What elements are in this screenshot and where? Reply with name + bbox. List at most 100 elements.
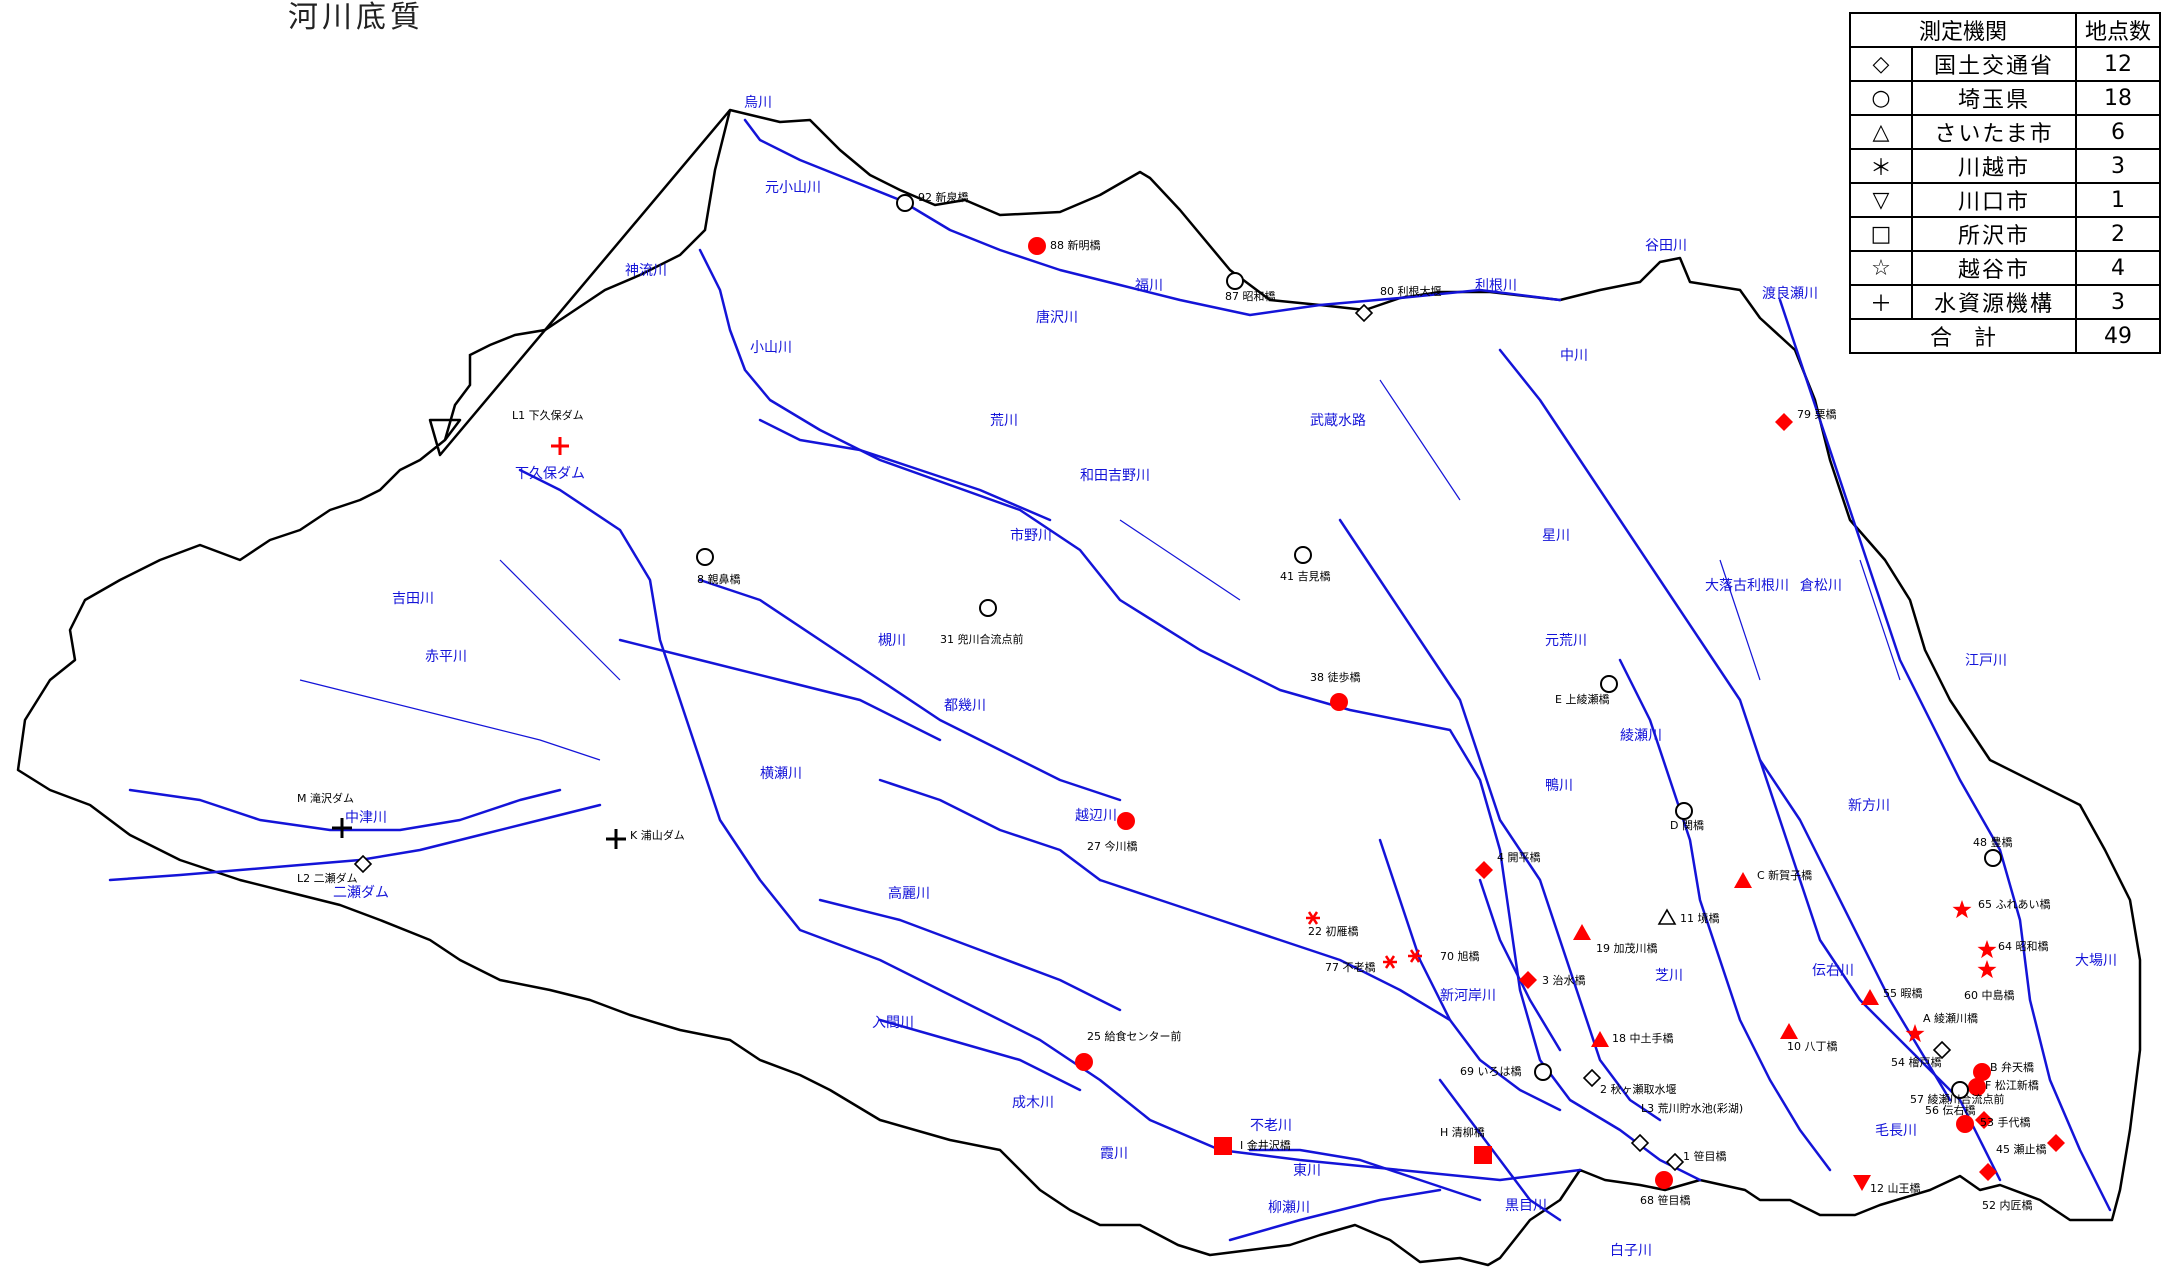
station-marker: 19 加茂川橋 xyxy=(1573,924,1658,955)
station-symbol xyxy=(1657,908,1677,925)
station-marker: 25 給食センター前 xyxy=(1075,1029,1182,1071)
prefecture-boundary-north xyxy=(443,109,732,441)
river-label: 都幾川 xyxy=(944,698,986,714)
station-label: 64 昭和橋 xyxy=(1998,939,2049,953)
station-label: 10 八丁橋 xyxy=(1787,1039,1838,1053)
station-marker: 54 檜戸橋 xyxy=(1891,1040,1952,1069)
station-marker: 64 昭和橋 xyxy=(1977,939,2049,959)
station-label: 45 瀬止橋 xyxy=(1996,1142,2047,1156)
station-marker: 18 中土手橋 xyxy=(1591,1031,1674,1047)
station-symbol xyxy=(1734,872,1752,888)
prefecture-boundary xyxy=(16,108,2142,1267)
station-marker: I 金井沢橋 xyxy=(1214,1137,1291,1155)
station-label: L3 荒川貯水池(彩湖) xyxy=(1641,1102,1743,1115)
legend-row: △ さいたま市 6 xyxy=(1849,114,2161,150)
station-symbol xyxy=(1775,413,1793,431)
legend-agency: 越谷市 xyxy=(1911,250,2077,286)
station-label: H 清柳橋 xyxy=(1440,1125,1485,1139)
station-marker: 92 新泉橋 xyxy=(896,190,969,212)
station-marker: 55 暇橋 xyxy=(1861,986,1923,1005)
legend-count: 4 xyxy=(2075,250,2161,286)
station-marker: 11 境橋 xyxy=(1657,908,1720,925)
station-label: 92 新泉橋 xyxy=(918,190,969,204)
station-symbol xyxy=(1408,949,1422,963)
river-label: 中川 xyxy=(1560,348,1588,364)
station-label: 25 給食センター前 xyxy=(1087,1029,1182,1043)
river-label: 元小山川 xyxy=(765,180,821,196)
legend-agency: さいたま市 xyxy=(1911,114,2077,150)
station-label: M 滝沢ダム xyxy=(297,791,354,805)
legend-row: ○ 埼玉県 18 xyxy=(1849,80,2161,116)
station-marker: H 清柳橋 xyxy=(1440,1125,1492,1164)
river-label: 不老川 xyxy=(1250,1118,1292,1134)
station-label: 19 加茂川橋 xyxy=(1596,941,1658,955)
station-symbol xyxy=(1973,1063,1991,1081)
legend-agency: 水資源機構 xyxy=(1911,284,2077,320)
station-label: 56 伝右橋 xyxy=(1925,1103,1976,1117)
station-marker: 22 初雁橋 xyxy=(1306,911,1359,938)
station-marker: 80 利根大堰 xyxy=(1354,284,1442,323)
station-symbol xyxy=(1979,1163,1997,1181)
station-marker: 70 旭橋 xyxy=(1408,949,1480,963)
station-symbol xyxy=(979,599,997,617)
station-symbol xyxy=(606,829,626,849)
station-symbol xyxy=(1905,1024,1925,1043)
station-symbol xyxy=(1952,900,1972,919)
station-symbol xyxy=(1214,1137,1232,1155)
station-label: 69 いろは橋 xyxy=(1460,1064,1522,1078)
station-marker: 53 手代橋 xyxy=(1956,1115,2031,1133)
river-label: 小山川 xyxy=(750,340,792,356)
river-label: 元荒川 xyxy=(1545,633,1587,649)
legend-agency: 川口市 xyxy=(1911,182,2077,218)
legend-total-count: 49 xyxy=(2075,318,2161,354)
river-label: 二瀬ダム xyxy=(333,885,389,901)
river-label: 鴨川 xyxy=(1545,778,1573,794)
river-label: 渡良瀬川 xyxy=(1762,286,1818,302)
station-symbol xyxy=(1853,1175,1871,1191)
river-label: 江戸川 xyxy=(1965,653,2007,669)
river-label: 伝右川 xyxy=(1812,963,1854,979)
river-label: 綾瀬川 xyxy=(1620,728,1662,744)
legend-total-label: 合 計 xyxy=(1849,318,2077,354)
river-label: 白子川 xyxy=(1610,1243,1652,1259)
station-marker: 77 不老橋 xyxy=(1325,955,1397,974)
station-label: 3 治水橋 xyxy=(1542,973,1586,987)
river-label: 和田吉野川 xyxy=(1080,468,1150,484)
station-symbol xyxy=(1573,924,1591,940)
station-label: 54 檜戸橋 xyxy=(1891,1055,1942,1069)
river-label: 槻川 xyxy=(878,632,906,649)
station-label: F 松江新橋 xyxy=(1985,1078,2039,1092)
station-symbol xyxy=(1354,303,1374,323)
river-label: 柳瀬川 xyxy=(1268,1199,1310,1216)
station-label: 60 中島橋 xyxy=(1964,988,2015,1002)
legend-header-agency: 測定機関 xyxy=(1849,12,2077,48)
river-labels: 烏川 元小山川 神流川 福川 唐沢川 小山川 谷田川 利根川 渡良瀬川 中川 下… xyxy=(333,94,2117,1259)
station-label: L1 下久保ダム xyxy=(512,408,584,422)
station-symbol xyxy=(1306,911,1320,925)
river-label: 毛長川 xyxy=(1875,1123,1917,1139)
station-symbol xyxy=(1028,237,1046,255)
river-label: 中津川 xyxy=(345,810,387,826)
river-label: 入間川 xyxy=(872,1015,914,1031)
station-symbol xyxy=(1655,1171,1673,1189)
station-symbol xyxy=(1977,940,1997,959)
station-marker: 60 中島橋 xyxy=(1964,960,2015,1002)
station-symbol xyxy=(1330,693,1348,711)
river-label: 横瀬川 xyxy=(760,766,802,782)
station-marker: 2 秋ヶ瀬取水堰 xyxy=(1582,1068,1677,1096)
river-label: 荒川 xyxy=(990,413,1018,429)
station-symbol xyxy=(1968,1078,1986,1096)
river-label: 霞川 xyxy=(1100,1146,1128,1162)
station-marker: 68 笹目橋 xyxy=(1640,1171,1691,1207)
river-label: 黒目川 xyxy=(1505,1198,1547,1214)
station-label: 2 秋ヶ瀬取水堰 xyxy=(1600,1082,1677,1096)
river-label: 谷田川 xyxy=(1645,238,1687,254)
station-symbol xyxy=(1977,960,1997,979)
station-marker: L1 下久保ダム xyxy=(512,408,584,455)
station-symbol xyxy=(696,548,714,566)
legend-agency: 川越市 xyxy=(1911,148,2077,184)
station-symbol xyxy=(1226,272,1244,290)
station-symbol xyxy=(2047,1134,2065,1152)
river-label: 唐沢川 xyxy=(1036,309,1078,326)
